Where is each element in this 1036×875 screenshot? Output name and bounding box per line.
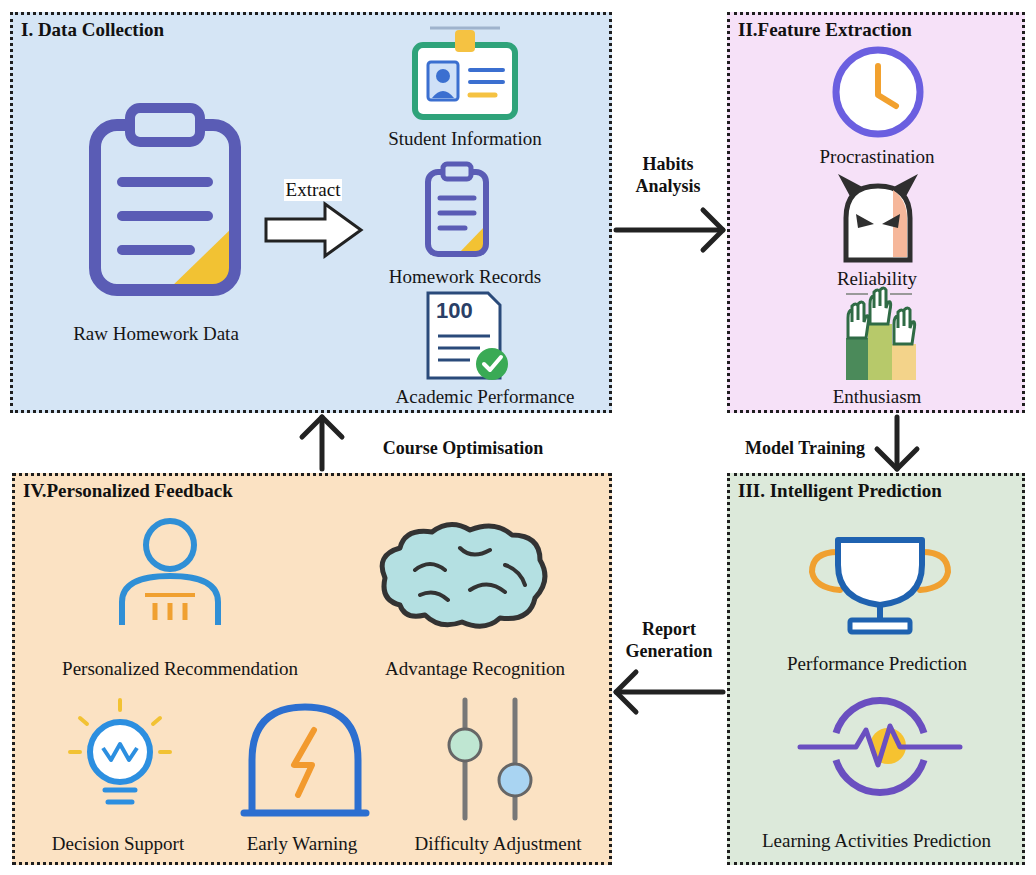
item-caption: Advantage Recognition xyxy=(385,658,565,680)
icon-item: Difficulty Adjustment xyxy=(390,690,606,855)
arrow-label: Extract xyxy=(284,179,343,201)
panel-heading: III. Intelligent Prediction xyxy=(738,480,942,502)
item-caption: Raw Homework Data xyxy=(73,323,239,345)
item-caption: Reliability xyxy=(837,268,917,290)
item-caption: Early Warning xyxy=(247,833,358,855)
item-caption: Personalized Recommendation xyxy=(62,658,298,680)
arrow-label: Course Optimisation xyxy=(381,437,546,459)
item-caption: Procrastination xyxy=(819,146,934,168)
arrow-label: Habits Analysis xyxy=(620,153,716,197)
item-caption: Learning Activities Prediction xyxy=(762,830,991,852)
report-card-icon xyxy=(428,293,508,380)
score-number: 100 xyxy=(436,299,473,323)
panel-heading: IV.Personalized Feedback xyxy=(23,480,233,502)
panel-heading: II.Feature Extraction xyxy=(738,19,912,41)
clock-icon xyxy=(836,50,920,134)
item-caption: Student Information xyxy=(388,128,542,150)
item-caption: Enthusiasm xyxy=(833,386,922,408)
flow-arrow xyxy=(616,210,723,250)
flow-arrow xyxy=(616,672,723,712)
item-caption: Homework Records xyxy=(389,266,542,288)
arrow-label: Model Training xyxy=(743,437,867,459)
panel-heading: I. Data Collection xyxy=(21,19,164,41)
arrow-label: Report Generation xyxy=(615,618,723,662)
item-caption: Difficulty Adjustment xyxy=(415,833,582,855)
item-caption: Performance Prediction xyxy=(787,653,967,675)
stage-panel: III. Intelligent PredictionPerformance P… xyxy=(727,473,1025,865)
stage-panel: IV.Personalized FeedbackPersonalized Rec… xyxy=(12,473,612,865)
flow-arrow xyxy=(302,417,342,469)
devil-icon xyxy=(838,174,918,260)
flow-arrow xyxy=(877,417,917,469)
item-caption: Academic Performance xyxy=(396,386,575,408)
item-caption: Decision Support xyxy=(52,833,184,855)
brain-icon xyxy=(382,524,545,626)
icon-item: Early Warning xyxy=(216,690,388,855)
